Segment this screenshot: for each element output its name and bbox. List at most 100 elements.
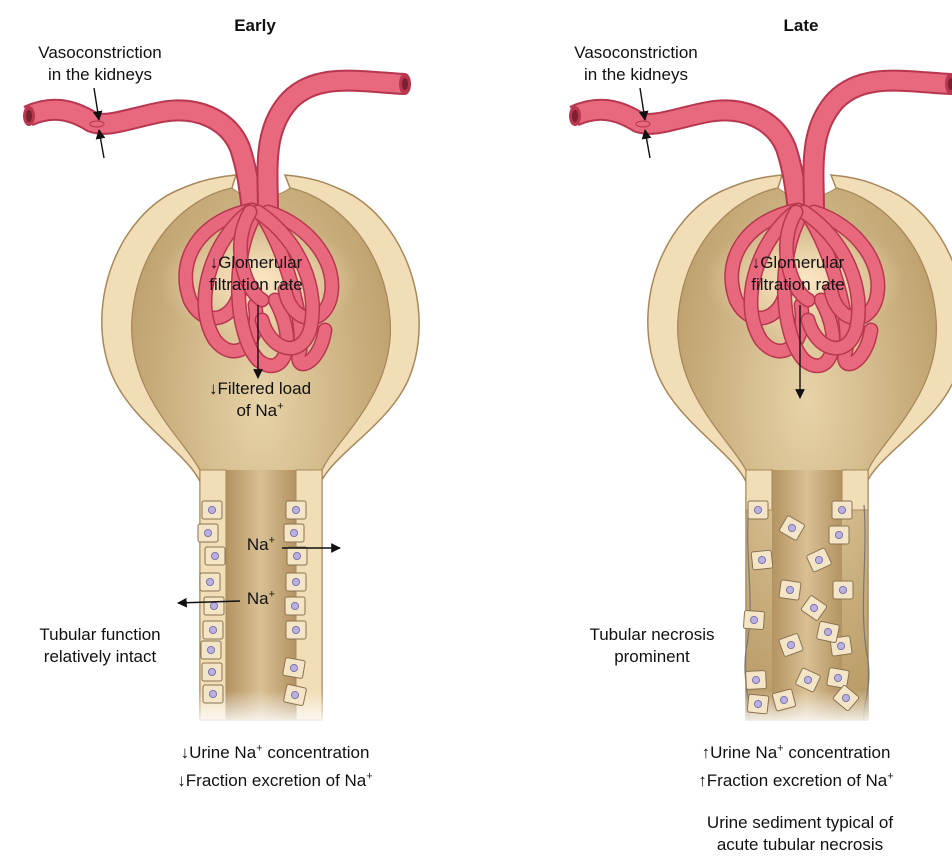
epithelial-cell-late-right-2 (833, 581, 853, 599)
tubular-necrosis-label: Tubular necrosis prominent (562, 624, 742, 668)
epithelial-cell-sloughed-2 (779, 580, 801, 601)
cell-nucleus (290, 529, 297, 536)
urine-sediment-label: Urine sediment typical of acute tubular … (660, 812, 940, 856)
cell-nucleus (209, 690, 216, 697)
epithelial-cell-early-right-7 (283, 684, 306, 706)
fraction-excretion-early: ↓Fraction excretion of Na+ (110, 770, 440, 792)
epithelial-cell-early-left-0 (202, 501, 222, 519)
cell-nucleus (835, 531, 842, 538)
filtered-load-label: ↓Filtered load of Na+ (180, 378, 340, 422)
epithelial-cell-early-right-6 (283, 657, 306, 678)
cell-nucleus (293, 552, 300, 559)
cell-nucleus (204, 529, 211, 536)
epithelial-cell-late-right-4 (827, 667, 850, 688)
gfr-line2: filtration rate (176, 274, 336, 296)
cell-nucleus (292, 626, 299, 633)
cell-nucleus (752, 676, 760, 684)
fraction-text-late: ↑Fraction excretion of Na (698, 771, 887, 790)
fraction-text-early: ↓Fraction excretion of Na (177, 771, 366, 790)
vasoconstriction-line2: in the kidneys (10, 64, 190, 86)
tubular-function-label: Tubular function relatively intact (10, 624, 190, 668)
na-label-secreted: Na+ (236, 534, 286, 556)
cell-nucleus (206, 578, 213, 585)
epithelial-cell-sloughed-5 (816, 621, 839, 643)
constriction-point (90, 121, 104, 127)
filtered-load-line2: of Na+ (180, 400, 340, 422)
efferent-lumen (402, 78, 408, 90)
cell-nucleus (750, 616, 758, 624)
cell-nucleus (292, 506, 299, 513)
cell-nucleus (292, 578, 299, 585)
epithelial-cell-early-right-5 (286, 621, 306, 639)
afferent-lumen (572, 110, 578, 122)
tubular-necrosis-line2: prominent (562, 646, 742, 668)
tubular-necrosis-line1: Tubular necrosis (562, 624, 742, 646)
cell-nucleus (758, 556, 766, 564)
urine-na-concentration-early: ↓Urine Na+ concentration (110, 742, 440, 764)
epithelial-cell-early-right-4 (285, 597, 305, 615)
vasoconstriction-label-late: Vasoconstriction in the kidneys (546, 42, 726, 86)
filtered-load-line1: ↓Filtered load (180, 378, 340, 400)
cell-nucleus (839, 586, 846, 593)
epithelial-cell-early-right-3 (286, 573, 306, 591)
urine-conc-suffix-early: concentration (263, 743, 370, 762)
epithelial-cell-early-left-8 (203, 685, 223, 703)
epithelial-cell-early-left-7 (202, 663, 222, 681)
cell-nucleus (208, 668, 215, 675)
tubular-function-line1: Tubular function (10, 624, 190, 646)
epithelial-cell-early-left-5 (203, 621, 223, 639)
cell-nucleus (210, 602, 217, 609)
cell-nucleus (211, 552, 218, 559)
cell-nucleus (208, 506, 215, 513)
afferent-lumen (26, 110, 32, 122)
fraction-plus-early: + (366, 770, 372, 782)
cell-nucleus (209, 626, 216, 633)
gfr-label-early: ↓Glomerular filtration rate (176, 252, 336, 296)
gfr-line1: ↓Glomerular (176, 252, 336, 274)
cell-nucleus (838, 506, 845, 513)
epithelial-cell-early-left-4 (204, 597, 224, 615)
epithelial-cell-late-right-1 (829, 526, 849, 544)
vasoconstriction-line1-late: Vasoconstriction (546, 42, 726, 64)
epithelial-cell-early-left-2 (205, 547, 225, 565)
epithelial-cell-late-right-0 (832, 501, 852, 519)
panel-title-late: Late (746, 16, 856, 36)
epithelial-cell-early-right-2 (287, 547, 307, 565)
cell-nucleus (754, 700, 762, 708)
epithelial-cell-early-left-1 (198, 524, 218, 542)
fraction-plus-late: + (887, 770, 893, 782)
na-text-2: Na (247, 589, 269, 608)
filtered-load-na: of Na (236, 401, 277, 420)
vasoconstriction-line1: Vasoconstriction (10, 42, 190, 64)
epithelial-cell-late-left-1 (751, 550, 773, 570)
epithelial-cell-late-left-3 (746, 670, 767, 689)
cell-nucleus (754, 506, 761, 513)
urine-sediment-line2: acute tubular necrosis (660, 834, 940, 856)
vasoconstriction-line2-late: in the kidneys (546, 64, 726, 86)
vasoconstriction-label-early: Vasoconstriction in the kidneys (10, 42, 190, 86)
na-plus-2: + (269, 588, 275, 600)
fraction-excretion-late: ↑Fraction excretion of Na+ (646, 770, 946, 792)
panel-title-early: Early (200, 16, 310, 36)
epithelial-cell-late-left-4 (747, 694, 769, 714)
epithelial-cell-late-left-0 (748, 501, 768, 519)
urine-conc-suffix-late: concentration (784, 743, 891, 762)
na-label-reabsorbed: Na+ (236, 588, 286, 610)
epithelial-cell-early-left-3 (200, 573, 220, 591)
urine-conc-prefix-early: ↓Urine Na (181, 743, 257, 762)
urine-conc-prefix-late: ↑Urine Na (702, 743, 778, 762)
cell-nucleus (207, 646, 214, 653)
epithelial-cell-late-left-2 (743, 610, 764, 629)
na-plus: + (269, 534, 275, 546)
urine-na-concentration-late: ↑Urine Na+ concentration (646, 742, 946, 764)
na-text: Na (247, 535, 269, 554)
epithelial-cell-early-right-1 (284, 524, 304, 542)
constriction-point (636, 121, 650, 127)
cell-nucleus (291, 602, 298, 609)
epithelial-cell-early-left-6 (201, 641, 221, 659)
tubular-function-line2: relatively intact (10, 646, 190, 668)
epithelial-cell-early-right-0 (286, 501, 306, 519)
urine-sediment-line1: Urine sediment typical of (660, 812, 940, 834)
